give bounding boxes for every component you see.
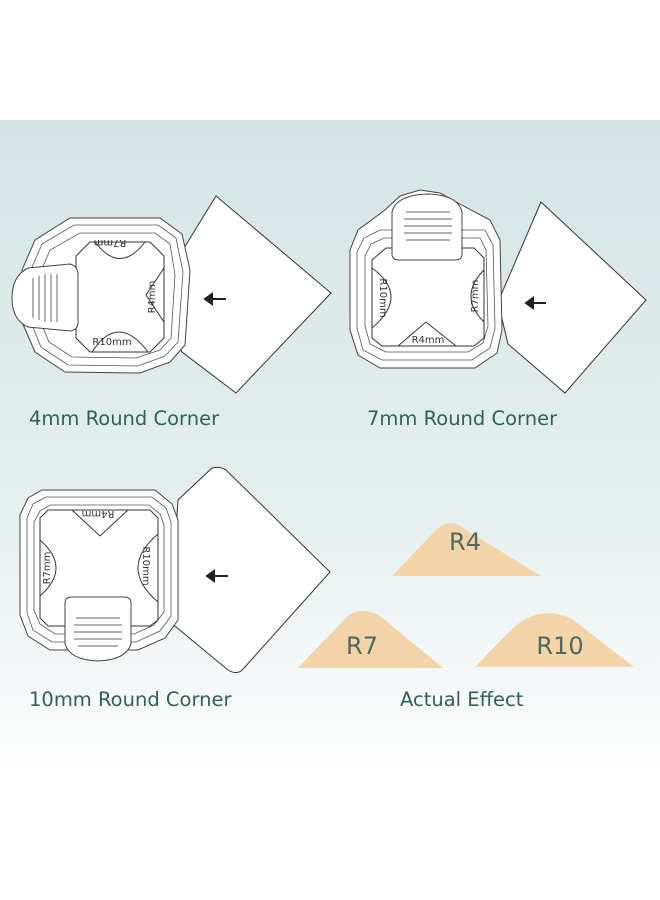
caption-7mm: 7mm Round Corner <box>367 407 558 430</box>
punch-body-outer <box>349 189 503 369</box>
punch-4mm-illustration: R7mm R4mm R10mm <box>11 195 332 394</box>
effect-shape-r4: R4 <box>392 523 541 576</box>
insert-arrow <box>203 292 226 306</box>
caption-actual-effect: Actual Effect <box>400 688 524 711</box>
effect-label-r7: R7 <box>346 632 378 660</box>
punch-body-outer <box>19 489 179 651</box>
punch-button <box>391 193 463 261</box>
insert-arrow <box>205 569 228 583</box>
paper-sheet-10mm <box>169 466 331 674</box>
notch-label-bottom: R4mm <box>412 335 445 346</box>
notch-label-right: R10mm <box>140 546 151 585</box>
punch-body-outer <box>21 217 191 374</box>
effect-shape-r7: R7 <box>298 611 443 668</box>
notch-label-left: R7mm <box>42 552 53 585</box>
notch-label-top: R4mm <box>82 508 115 519</box>
effect-label-r10: R10 <box>536 632 583 660</box>
punch-inner-window <box>39 509 159 627</box>
notch-label-top: R7mm <box>94 237 127 248</box>
effect-shape-r10: R10 <box>475 613 634 667</box>
caption-4mm: 4mm Round Corner <box>29 407 220 430</box>
notch-label-right: R4mm <box>147 281 158 314</box>
paper-sheet-7mm <box>497 201 647 394</box>
punch-10mm-illustration: R4mm R7mm R10mm <box>19 466 331 674</box>
notch-label-bottom: R10mm <box>92 337 131 348</box>
insert-arrow <box>524 296 546 310</box>
notch-label-right: R7mm <box>470 280 481 313</box>
caption-10mm: 10mm Round Corner <box>29 688 232 711</box>
punch-7mm-illustration: R10mm R7mm R4mm <box>349 189 647 394</box>
notch-label-left: R10mm <box>377 278 388 317</box>
effect-label-r4: R4 <box>449 528 481 556</box>
punch-inner-window <box>371 247 485 347</box>
punch-button <box>64 596 132 662</box>
